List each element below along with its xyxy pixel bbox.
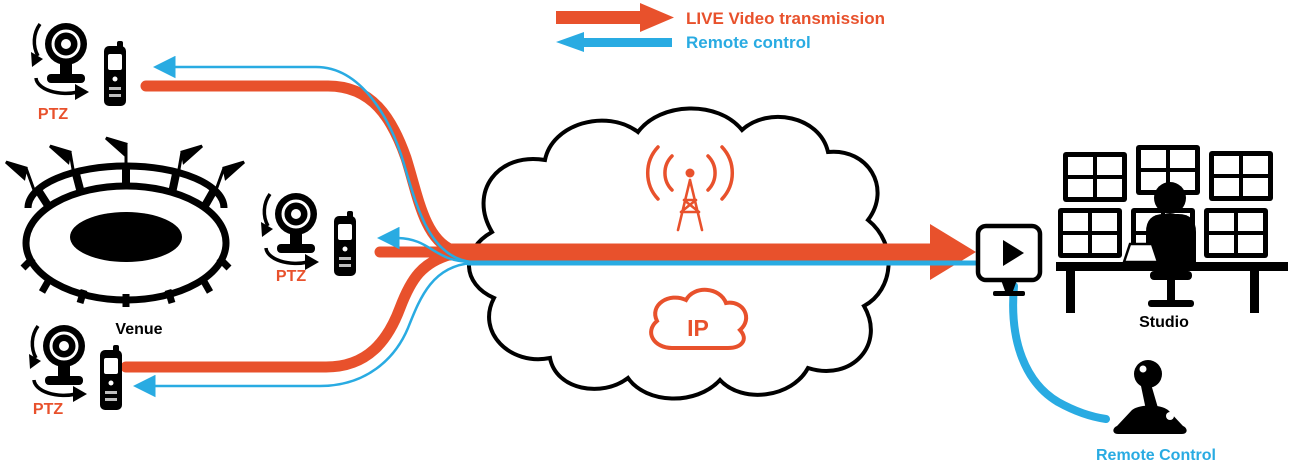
studio-monitor: [1202, 206, 1270, 260]
ptz-camera-top-icon: [29, 21, 91, 102]
antenna-icon: [645, 145, 735, 232]
ptz-label-bottom: PTZ: [33, 401, 63, 418]
preview-monitor-icon: [975, 223, 1043, 296]
studio-monitor: [1061, 150, 1129, 204]
remote-control-flow-middle: [377, 226, 474, 264]
ptz-label-middle: PTZ: [276, 268, 306, 285]
operator-silhouette: [1146, 182, 1196, 307]
remote-control-flow-bottom: [133, 261, 474, 398]
live-video-flow-top: [140, 80, 458, 256]
live-video-flow-bottom: [120, 248, 458, 373]
legend-live-video-label: LIVE Video transmission: [686, 9, 885, 28]
studio-monitor: [1207, 149, 1275, 203]
live-video-arrowhead: [930, 224, 976, 280]
play-icon: [1003, 240, 1024, 266]
encoder-top-icon: [104, 41, 126, 106]
legend: LIVE Video transmission Remote control: [556, 3, 885, 52]
encoder-bottom-icon: [100, 345, 122, 410]
ip-label: IP: [687, 315, 709, 341]
legend-remote-control-arrow: [556, 32, 672, 52]
ip-cloud-icon: IP: [649, 287, 749, 350]
ptz-camera-middle-icon: [259, 191, 321, 272]
studio-label: Studio: [1139, 314, 1189, 331]
stadium-icon: [5, 136, 245, 307]
encoder-middle-icon: [334, 211, 356, 276]
desk: [1056, 262, 1288, 271]
studio-monitor: [1056, 206, 1124, 260]
remote-control-flows: [133, 55, 1110, 423]
ptz-camera-bottom-icon: [27, 323, 89, 404]
ptz-label-top: PTZ: [38, 106, 68, 123]
legend-remote-control-label: Remote control: [686, 33, 811, 52]
ptz-camera-bottom: PTZ: [27, 323, 122, 418]
venue-group: PTZ PTZ PTZ: [5, 21, 356, 418]
live-video-flows: [120, 80, 976, 373]
venue-label: Venue: [115, 321, 162, 338]
legend-live-video-arrow: [556, 3, 674, 32]
studio-scene: Studio: [1056, 143, 1288, 331]
ptz-camera-middle: PTZ: [259, 191, 356, 285]
joystick-icon: [1113, 360, 1187, 434]
remote-control-label: Remote Control: [1096, 447, 1216, 464]
remote-control-flow-top: [153, 55, 474, 264]
ptz-camera-top: PTZ: [29, 21, 126, 123]
remote-control-joystick-link: [1009, 282, 1110, 423]
laptop-icon: [1122, 242, 1160, 264]
